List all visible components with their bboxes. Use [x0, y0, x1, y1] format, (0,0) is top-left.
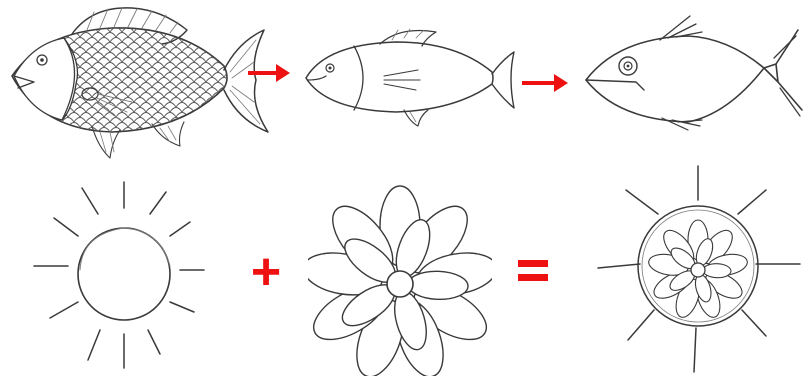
plus-sign: +	[247, 246, 285, 294]
detailed-fish-sketch-icon	[2, 2, 274, 162]
red-arrow-right-icon	[520, 72, 570, 94]
simplified-fish-sketch-icon	[296, 18, 522, 136]
equals-sign	[516, 256, 550, 286]
geometric-fish-sketch	[578, 10, 806, 136]
equals-icon	[516, 256, 550, 286]
sun-sketch-icon	[20, 174, 220, 378]
detailed-fish-sketch	[2, 2, 274, 162]
sun-flower-combined-sketch	[588, 160, 808, 380]
arrow-2	[520, 72, 570, 94]
sun-sketch	[20, 174, 220, 378]
geometric-fish-sketch-icon	[578, 10, 806, 136]
flower-sketch	[308, 180, 492, 376]
simplified-fish-sketch	[296, 18, 522, 136]
arrow-1	[246, 62, 292, 84]
sun-flower-combined-sketch-icon	[588, 160, 808, 380]
red-arrow-right-icon	[246, 62, 292, 84]
flower-sketch-icon	[308, 180, 492, 376]
